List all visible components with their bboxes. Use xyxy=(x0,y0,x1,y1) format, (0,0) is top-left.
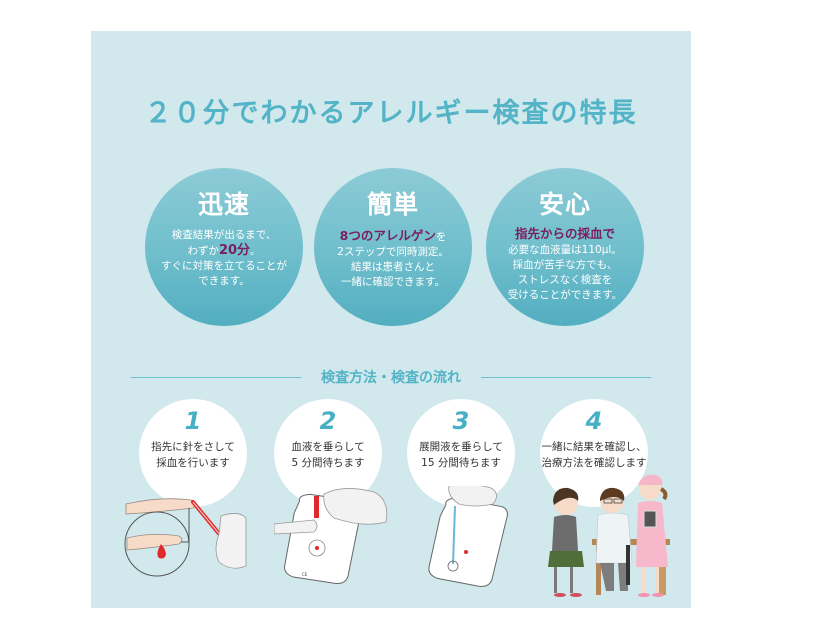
allergy-test-infographic: ２０分でわかるアレルギー検査の特長 迅速 検査結果が出るまで、 わずか20分。 … xyxy=(91,31,691,608)
divider-line xyxy=(481,377,651,378)
feature-body: 指先からの採血で 必要な血液量は110μl。 採血が苦手な方でも、 ストレスなく… xyxy=(507,226,623,301)
step-4: 4 一緒に結果を確認し、 治療方法を確認します xyxy=(540,399,648,507)
section-title: 検査方法・検査の流れ xyxy=(313,370,469,386)
step-number: 1 xyxy=(184,407,202,435)
step-1: 1 指先に針をさして 採血を行います xyxy=(139,399,247,507)
step-text: 展開液を垂らして 15 分間待ちます xyxy=(419,441,503,469)
step-number: 3 xyxy=(452,407,470,435)
page-title: ２０分でわかるアレルギー検査の特長 xyxy=(144,98,638,129)
solution-drop-cassette-illustration xyxy=(428,486,508,587)
feature-body: 8つのアレルゲンを 2ステップで同時測定。 結果は患者さんと 一緒に確認できます… xyxy=(337,228,449,288)
feature-body: 検査結果が出るまで、 わずか20分。 すぐに対策を立てることが できます。 xyxy=(161,229,287,287)
highlight-text: 20分 xyxy=(218,243,251,258)
step-3: 3 展開液を垂らして 15 分間待ちます xyxy=(407,399,515,507)
highlight-text: 指先からの採血で xyxy=(514,226,615,241)
feature-safe: 安心 指先からの採血で 必要な血液量は110μl。 採血が苦手な方でも、 ストレ… xyxy=(486,168,644,326)
feature-heading: 迅速 xyxy=(197,190,250,219)
doctor-consultation-illustration xyxy=(548,474,670,597)
blood-drop-cassette-illustration: CE xyxy=(274,488,388,585)
feature-heading: 簡単 xyxy=(366,190,419,219)
feature-speed: 迅速 検査結果が出るまで、 わずか20分。 すぐに対策を立てることが できます。 xyxy=(145,168,303,326)
step-text: 指先に針をさして 採血を行います xyxy=(151,441,235,469)
step-2: 2 血液を垂らして 5 分間待ちます xyxy=(274,399,382,507)
finger-prick-illustration xyxy=(124,498,247,577)
step-text: 血液を垂らして 5 分間待ちます xyxy=(291,441,365,469)
divider-line xyxy=(131,377,301,378)
section-header: 検査方法・検査の流れ xyxy=(131,367,651,387)
feature-simple: 簡単 8つのアレルゲンを 2ステップで同時測定。 結果は患者さんと 一緒に確認で… xyxy=(314,168,472,326)
step-number: 4 xyxy=(585,407,603,435)
step-text: 一緒に結果を確認し、 治療方法を確認します xyxy=(541,441,647,469)
feature-heading: 安心 xyxy=(538,190,591,219)
svg-text:CE: CE xyxy=(302,572,308,577)
step-number: 2 xyxy=(319,407,337,435)
highlight-text: 8つのアレルゲン xyxy=(339,228,436,243)
